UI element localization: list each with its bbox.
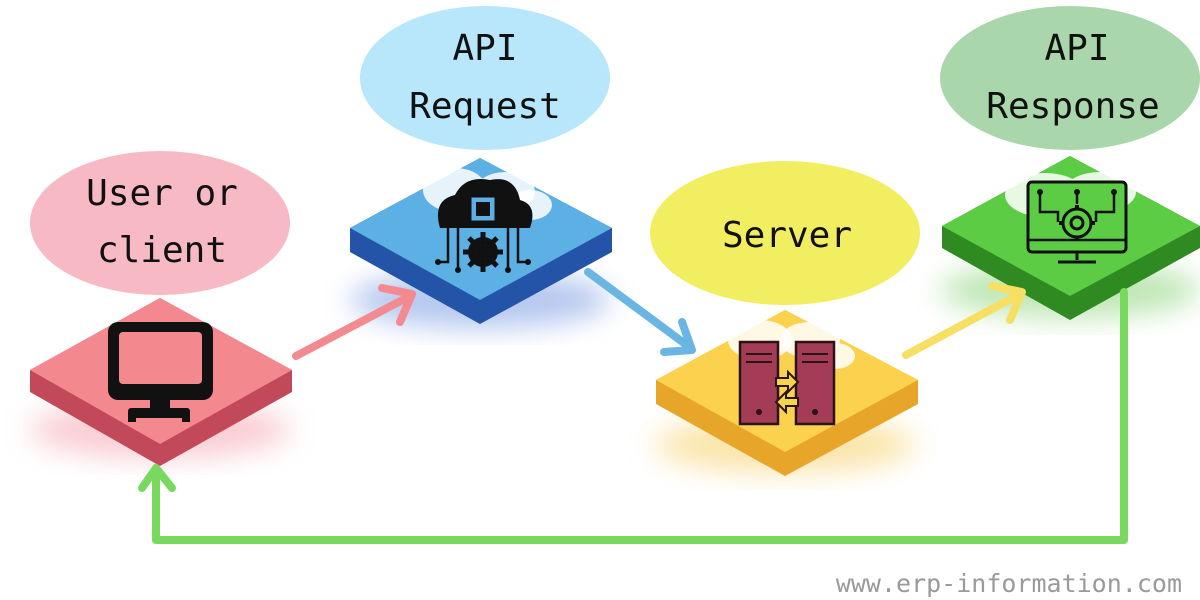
client-label-line1: User or [86,173,238,214]
arrow-request-to-server [584,268,696,356]
response-bubble-shape [940,6,1200,150]
client-tile [30,298,292,466]
watermark-text: www.erp-information.com [836,569,1182,598]
client-label-line2: client [97,230,227,271]
request-tile [350,158,612,324]
request-tile-top [350,158,612,300]
response-bubble: API Response [940,6,1200,150]
client-bubble: User or client [30,151,290,295]
monitor-gear-icon [1005,172,1136,264]
client-bubble-shape [30,151,290,295]
arrow-server-to-response [902,282,1026,359]
server-bubble: Server [650,161,920,305]
request-bubble: API Request [360,6,610,150]
response-label-line2: Response [986,86,1159,127]
response-tile [942,156,1200,320]
cloud-chip-gear-icon [423,168,552,273]
monitor-icon [108,322,213,422]
server-label: Server [722,215,852,256]
request-bubble-shape [360,6,610,150]
request-label-line1: API [452,28,517,69]
server-transfer-icon [728,320,855,426]
server-bubble-shape [650,161,920,305]
request-label-line2: Request [409,86,561,127]
arrow-response-to-client [138,288,1128,544]
server-tile [656,310,918,476]
response-label-line1: API [1044,28,1109,69]
arrow-client-to-request [292,284,416,360]
